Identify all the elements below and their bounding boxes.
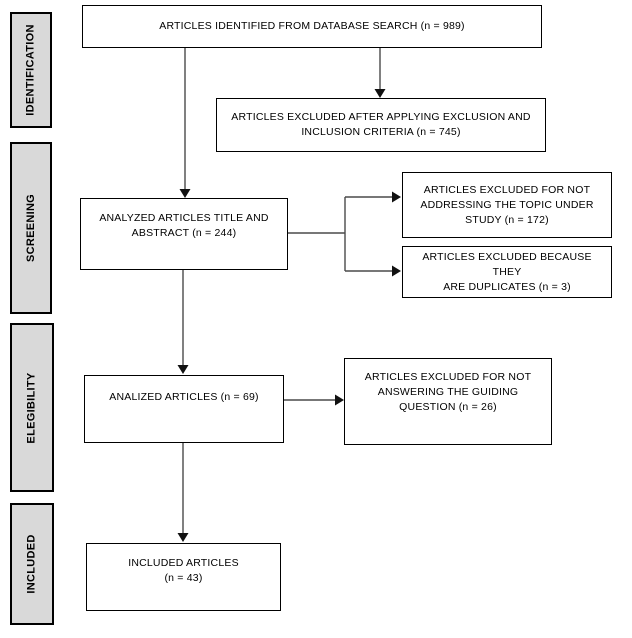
box-excluded-after-criteria: ARTICLES EXCLUDED AFTER APPLYING EXCLUSI… [216,98,546,152]
box-included-articles: INCLUDED ARTICLES (n = 43) [86,543,281,611]
stage-label-screening: SCREENING [10,142,52,314]
stage-label-text: SCREENING [25,193,38,263]
edge-title-abstract-branch [288,196,392,272]
stage-label-elegibility: ELEGIBILITY [10,323,54,492]
arrowhead-right-icon [335,394,344,406]
arrowhead-right-icon [392,265,401,277]
arrowhead-down-icon [177,533,189,542]
stage-label-text: ELEGIBILITY [26,371,39,444]
arrowhead-down-icon [177,365,189,374]
arrowhead-down-icon [374,89,386,98]
stage-label-included: INCLUDED [10,503,54,625]
arrowhead-down-icon [179,189,191,198]
stage-label-text: IDENTIFICATION [25,24,38,116]
arrowhead-right-icon [392,191,401,203]
stage-label-text: INCLUDED [26,534,39,594]
box-analyzed-title-abstract: ANALYZED ARTICLES TITLE AND ABSTRACT (n … [80,198,288,270]
stage-label-identification: IDENTIFICATION [10,12,52,128]
box-analized-articles: ANALIZED ARTICLES (n = 69) [84,375,284,443]
box-articles-identified: ARTICLES IDENTIFIED FROM DATABASE SEARCH… [82,5,542,48]
box-excluded-not-addressing-topic: ARTICLES EXCLUDED FOR NOT ADDRESSING THE… [402,172,612,238]
box-excluded-duplicates: ARTICLES EXCLUDED BECAUSE THEY ARE DUPLI… [402,246,612,298]
box-excluded-not-answering-question: ARTICLES EXCLUDED FOR NOT ANSWERING THE … [344,358,552,445]
